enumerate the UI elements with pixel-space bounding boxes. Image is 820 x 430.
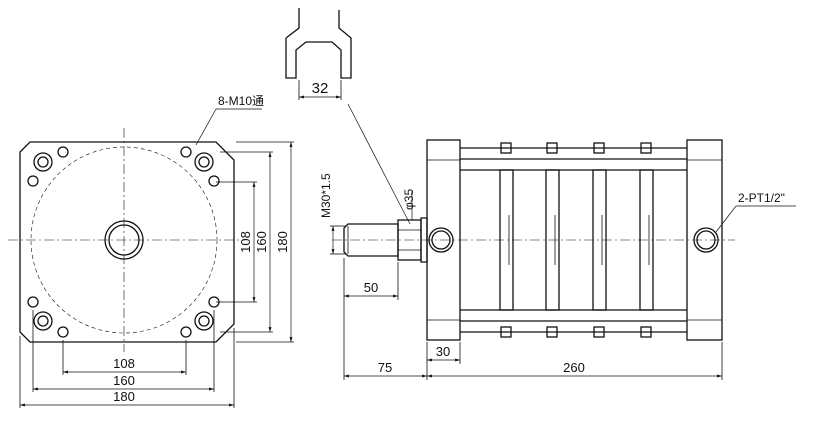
small-hole-8 [180,326,192,338]
front-view: 8-M10通 108 160 180 108 160 180 [8,94,294,408]
dim-180-vertical-label: 180 [275,231,290,253]
top-nut-4 [640,142,652,154]
bottom-nut-1 [500,326,512,338]
wrench-icon: 32 [285,8,411,225]
small-hole-4 [208,175,220,187]
small-hole-5 [27,296,39,308]
bolt-hole-bottom-left [33,311,53,331]
small-hole-6 [57,326,69,338]
small-hole-2 [27,175,39,187]
top-nut-1 [500,142,512,154]
bolt-hole-bottom-right [194,311,214,331]
bolt-hole-top-left [33,152,53,172]
dim-rod-length-label: 50 [364,280,378,295]
diameter-label: φ35 [402,189,416,210]
dim-160-vertical-label: 160 [254,231,269,253]
hole-note-leader [195,108,217,146]
bottom-nut-4 [640,326,652,338]
dim-160-horizontal-label: 160 [113,373,135,388]
wrench-leader [347,103,411,225]
port-label: 2-PT1/2" [738,191,785,205]
dim-flange-width-label: 30 [436,344,450,359]
bolt-hole-top-right [194,152,214,172]
top-nut-3 [593,142,605,154]
hole-note-label: 8-M10通 [218,94,264,108]
top-nut-2 [546,142,558,154]
dim-108-vertical-label: 108 [238,231,253,253]
small-hole-3 [180,146,192,158]
rod-gland [420,217,428,263]
small-hole-1 [57,146,69,158]
bottom-nut-2 [546,326,558,338]
bottom-nut-3 [593,326,605,338]
dim-180-horizontal-label: 180 [113,389,135,404]
wrench-width-label: 32 [312,80,329,97]
dim-rod-extension-label: 75 [378,360,392,375]
side-view: M30*1.5 φ35 2-PT1/2" 50 30 75 260 [319,139,796,380]
thread-label: M30*1.5 [319,173,333,218]
stage-plate-2 [545,169,560,311]
dim-body-length-label: 260 [563,360,585,375]
front-plate-outline [19,141,235,343]
port-leader [715,205,737,233]
dim-108-horizontal-label: 108 [113,356,135,371]
